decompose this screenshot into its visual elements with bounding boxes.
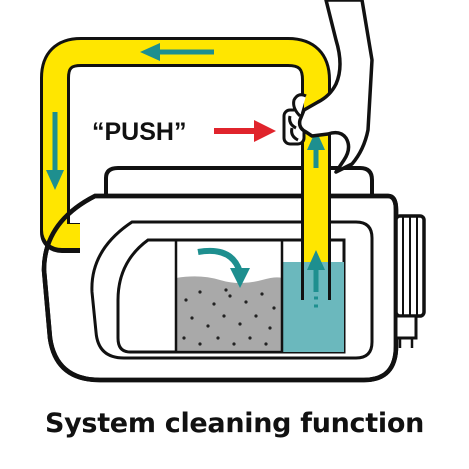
push-label: “PUSH”: [92, 118, 186, 146]
curved-flow-arrow-icon: [197, 248, 250, 288]
exhaust-filter: [394, 214, 426, 348]
flow-arrow-left-icon: [140, 43, 214, 61]
dirt-fill: [176, 276, 282, 350]
push-arrow-icon: [214, 120, 276, 142]
flow-arrow-down-icon: [46, 112, 64, 190]
dirt-container-window: [116, 238, 346, 354]
caption: System cleaning function: [44, 408, 424, 439]
flow-arrow-up-icon: [307, 130, 325, 168]
dirt-particles: [182, 288, 276, 346]
flow-arrow-up-icon-lower: [307, 250, 325, 292]
hand-icon: [288, 0, 374, 174]
